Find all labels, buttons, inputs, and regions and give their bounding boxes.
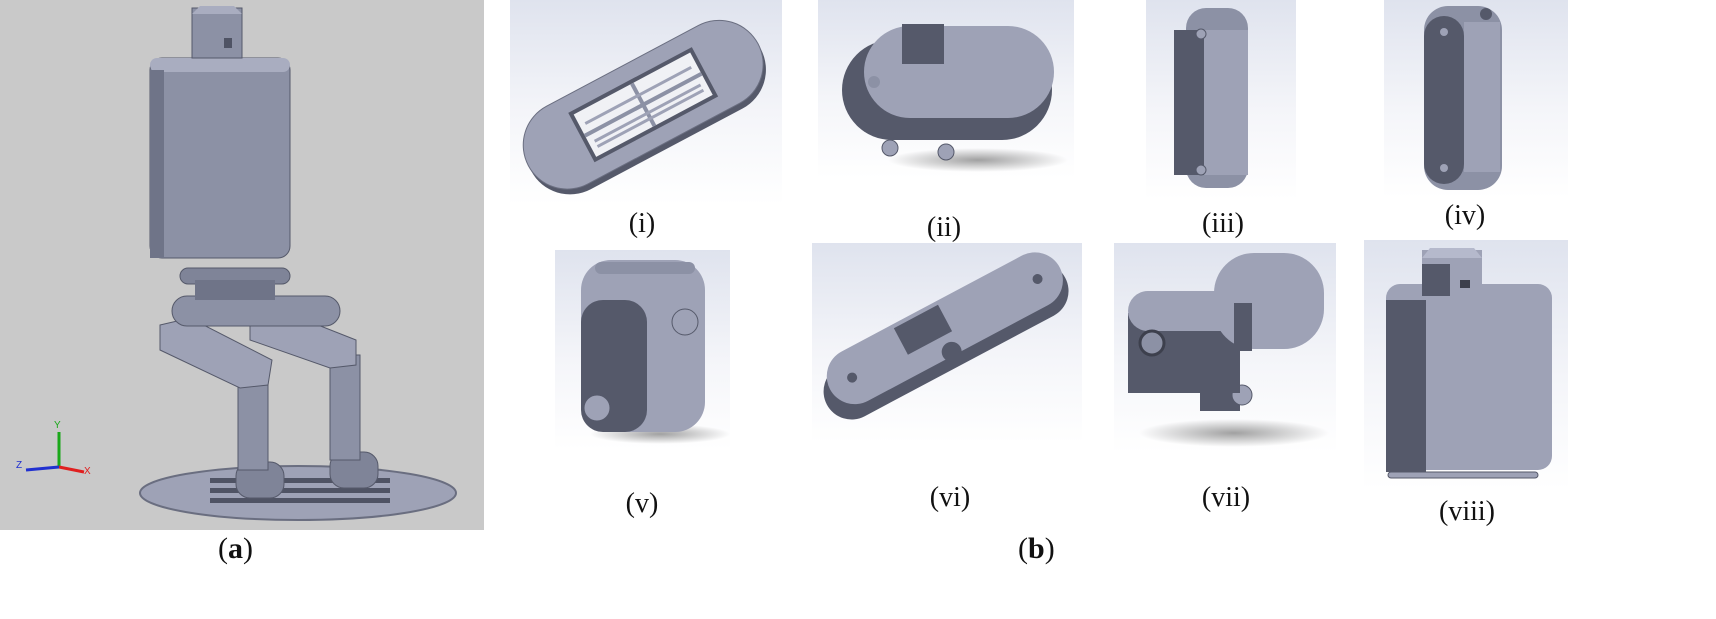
part-v-caption: (v) [625, 488, 659, 519]
part-vi-caption: (vi) [929, 482, 971, 513]
part-iv-render [1384, 0, 1568, 198]
part-ii-render [818, 0, 1074, 178]
part-viii-caption: (viii) [1439, 496, 1495, 527]
panel-a-open: ( [218, 532, 228, 565]
assembly-panel: Y X Z [0, 0, 484, 530]
part-vii-render [1114, 243, 1336, 453]
part-ii-caption: (ii) [926, 212, 962, 243]
part-vii-caption: (vii) [1201, 482, 1251, 513]
axis-z-label: Z [16, 460, 23, 471]
part-iii-render [1146, 0, 1296, 200]
part-iv-caption: (iv) [1444, 200, 1486, 231]
part-iii-caption: (iii) [1202, 208, 1244, 239]
assembly-render [0, 0, 484, 530]
part-i-render [510, 0, 782, 205]
part-i-caption: (i) [628, 208, 656, 239]
axis-triad-icon [25, 432, 85, 474]
panel-b-letter: b [1028, 532, 1045, 565]
axis-y-label: Y [54, 420, 61, 431]
panel-b-label: (b) [1018, 532, 1055, 566]
panel-a-close: ) [243, 532, 253, 565]
part-vi-render [812, 243, 1082, 443]
panel-a-letter: a [228, 532, 243, 565]
part-v-render [555, 250, 730, 450]
panel-a-label: (a) [218, 532, 253, 566]
panel-b-close: ) [1044, 532, 1055, 565]
panel-b-open: ( [1018, 532, 1028, 565]
part-viii-render [1364, 240, 1568, 490]
axis-x-label: X [84, 466, 91, 477]
